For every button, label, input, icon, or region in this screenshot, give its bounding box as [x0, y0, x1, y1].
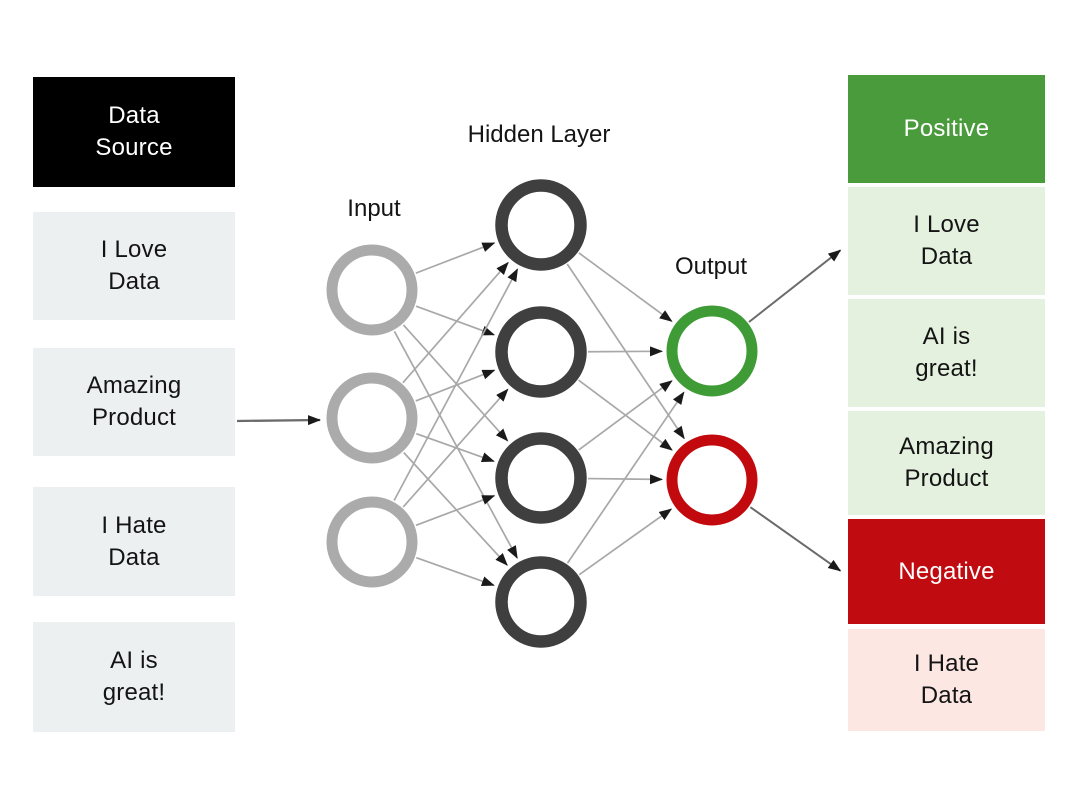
edge-input2-hidden4 — [403, 452, 508, 566]
edge-input3-hidden4 — [416, 556, 495, 587]
data-source-item-2: Amazing Product — [33, 348, 235, 456]
positive-header: Positive — [848, 75, 1045, 183]
edge-input1-hidden1 — [415, 242, 496, 274]
positive-item-3: Amazing Product — [848, 411, 1045, 515]
edge-hidden1-output1 — [578, 252, 673, 323]
positive-item-1: I Love Data — [848, 187, 1045, 295]
edge-hidden3-output1 — [578, 380, 673, 451]
data-source-item-4: AI is great! — [33, 622, 235, 732]
arrow-negative-output-to-negative — [749, 506, 842, 572]
input-layer-label: Input — [347, 195, 401, 222]
data-source-item-3: I Hate Data — [33, 487, 235, 596]
edge-input1-hidden3 — [402, 324, 509, 442]
hidden-node-1 — [495, 179, 587, 271]
edge-input3-hidden2 — [402, 388, 509, 508]
edge-input3-hidden1 — [393, 268, 519, 501]
hidden-layer-label: Hidden Layer — [467, 121, 611, 148]
edge-input1-hidden2 — [415, 305, 495, 336]
hidden-node-2 — [495, 306, 587, 398]
edge-hidden4-output2 — [578, 508, 673, 576]
hidden-node-4 — [495, 556, 587, 648]
negative-header: Negative — [848, 519, 1045, 624]
arrow-amazing-product-to-input — [236, 415, 321, 426]
output-layer-label: Output — [674, 253, 748, 280]
output-node-negative — [666, 434, 758, 526]
hidden-node-3 — [495, 432, 587, 524]
positive-item-2: AI is great! — [848, 299, 1045, 407]
output-node-positive — [666, 305, 758, 397]
network-nodes — [326, 179, 758, 648]
network-edges — [236, 242, 842, 587]
data-source-item-1: I Love Data — [33, 212, 235, 320]
edge-input3-hidden3 — [415, 494, 496, 527]
edge-input2-hidden1 — [402, 261, 509, 384]
data-source-header: Data Source — [33, 77, 235, 187]
input-node-1 — [326, 244, 418, 336]
edge-hidden4-output1 — [566, 391, 685, 564]
input-node-3 — [326, 496, 418, 588]
input-node-2 — [326, 372, 418, 464]
negative-item-1: I Hate Data — [848, 629, 1045, 731]
arrow-positive-output-to-i-love-data — [748, 249, 842, 323]
